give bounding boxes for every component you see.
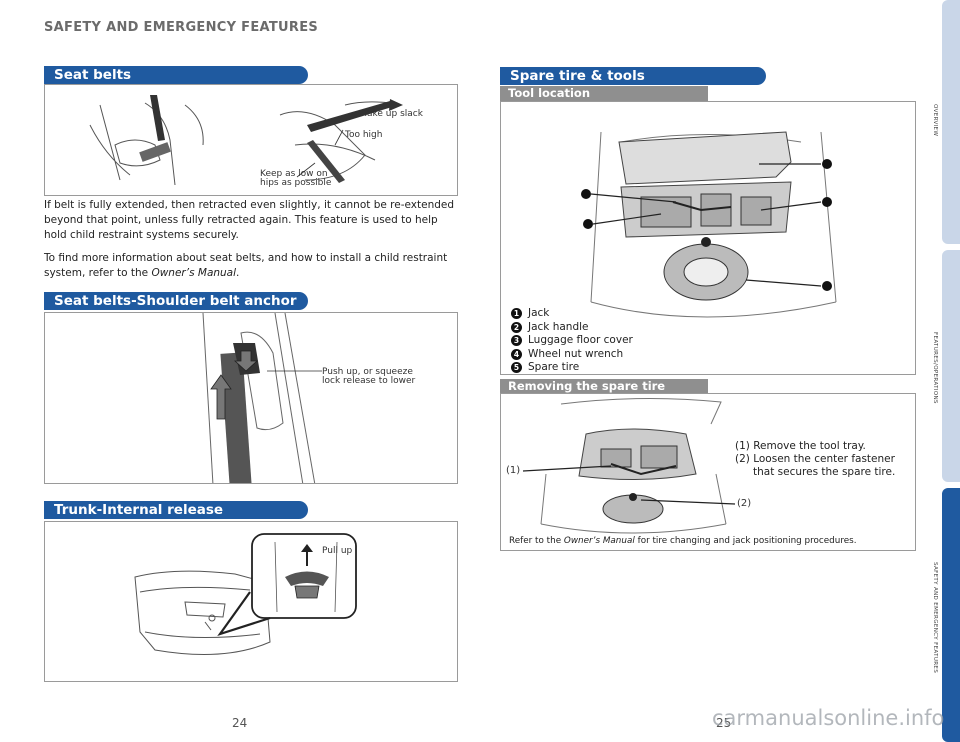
callout-push-up-line1: Push up, or squeeze [322, 367, 413, 377]
callout-too-high: Too high [345, 130, 383, 140]
legend-item-wrench: 4 Wheel nut wrench [511, 348, 633, 362]
subtitle-removing-spare: Removing the spare tire [500, 379, 708, 394]
callout-keep-low-line2: hips as possible [260, 178, 332, 188]
page-number-left: 24 [232, 716, 248, 730]
removing-steps: (1) Remove the tool tray. (2) Loosen the… [735, 440, 913, 479]
side-label-features: FEATURES/OPERATIONS [932, 332, 938, 404]
number-5-icon: 5 [511, 362, 522, 374]
subtitle-tool-location: Tool location [500, 86, 708, 101]
callout-push-up-line2: lock release to lower [322, 376, 416, 386]
section-title-trunk-release: Trunk-Internal release [44, 501, 308, 519]
number-4-icon: 4 [511, 348, 522, 360]
side-label-safety: SAFETY AND EMERGENCY FEATURES [932, 562, 938, 674]
side-navigation [942, 0, 960, 742]
watermark: carmanualsonline.info [712, 706, 945, 730]
label-step-1: (1) [506, 465, 521, 476]
step-1-text: (1) Remove the tool tray. [735, 440, 866, 452]
section-title-shoulder-anchor: Seat belts-Shoulder belt anchor [44, 292, 308, 310]
number-3-icon: 3 [511, 335, 522, 347]
label-step-2: (2) [737, 498, 752, 509]
legend-label: Jack [528, 307, 550, 319]
side-tab-safety[interactable] [942, 488, 960, 742]
paragraph-2-end: . [236, 267, 240, 279]
legend-label: Jack handle [528, 320, 589, 333]
legend-label: Wheel nut wrench [528, 347, 624, 360]
callout-take-up-slack: Take up slack [363, 109, 423, 119]
callout-pull-up: Pull up [322, 546, 353, 556]
number-1-icon: 1 [511, 308, 522, 320]
number-2-icon: 2 [511, 321, 522, 333]
section-title-seat-belts: Seat belts [44, 66, 308, 84]
removing-spare-illustration: (1) (2) (1) Remove the tool tray. (2) Lo… [500, 393, 916, 551]
seat-belts-body: If belt is fully extended, then retracte… [44, 198, 458, 289]
refer-note: Refer to the Owner’s Manual for tire cha… [509, 536, 857, 546]
side-label-overview: OVERVIEW [932, 104, 938, 137]
section-title-spare-tire: Spare tire & tools [500, 67, 766, 85]
refer-text-start: Refer to the [509, 536, 564, 546]
legend-item-luggage-cover: 3 Luggage floor cover [511, 334, 633, 348]
legend-label: Spare tire [528, 361, 580, 373]
callout-keep-low-line1: Keep as low on [260, 169, 328, 179]
page-header: SAFETY AND EMERGENCY FEATURES [44, 20, 319, 35]
refer-text-end: for tire changing and jack positioning p… [634, 536, 857, 546]
shoulder-anchor-illustration: Push up, or squeeze lock release to lowe… [44, 312, 458, 484]
side-tab-overview[interactable] [942, 0, 960, 244]
legend-item-jack-handle: 2 Jack handle [511, 321, 633, 335]
seat-belts-paragraph-2: To find more information about seat belt… [44, 251, 458, 281]
owners-manual-ref: Owner’s Manual [563, 536, 635, 546]
legend-item-spare-tire: 5 Spare tire [511, 361, 633, 374]
trunk-release-illustration: Pull up [44, 521, 458, 682]
owners-manual-ref: Owner’s Manual [151, 267, 237, 279]
paragraph-2-text: To find more information about seat belt… [44, 252, 448, 279]
step-2-text: (2) Loosen the center fastener that secu… [735, 453, 896, 478]
legend-item-jack: 1 Jack [511, 307, 633, 321]
side-tab-features[interactable] [942, 250, 960, 482]
seat-belts-paragraph-1: If belt is fully extended, then retracte… [44, 199, 455, 241]
seat-belts-illustration: Take up slack Too high Keep as low on hi… [44, 84, 458, 196]
page-number-right: 25 [716, 716, 732, 730]
legend-label: Luggage floor cover [528, 334, 633, 346]
